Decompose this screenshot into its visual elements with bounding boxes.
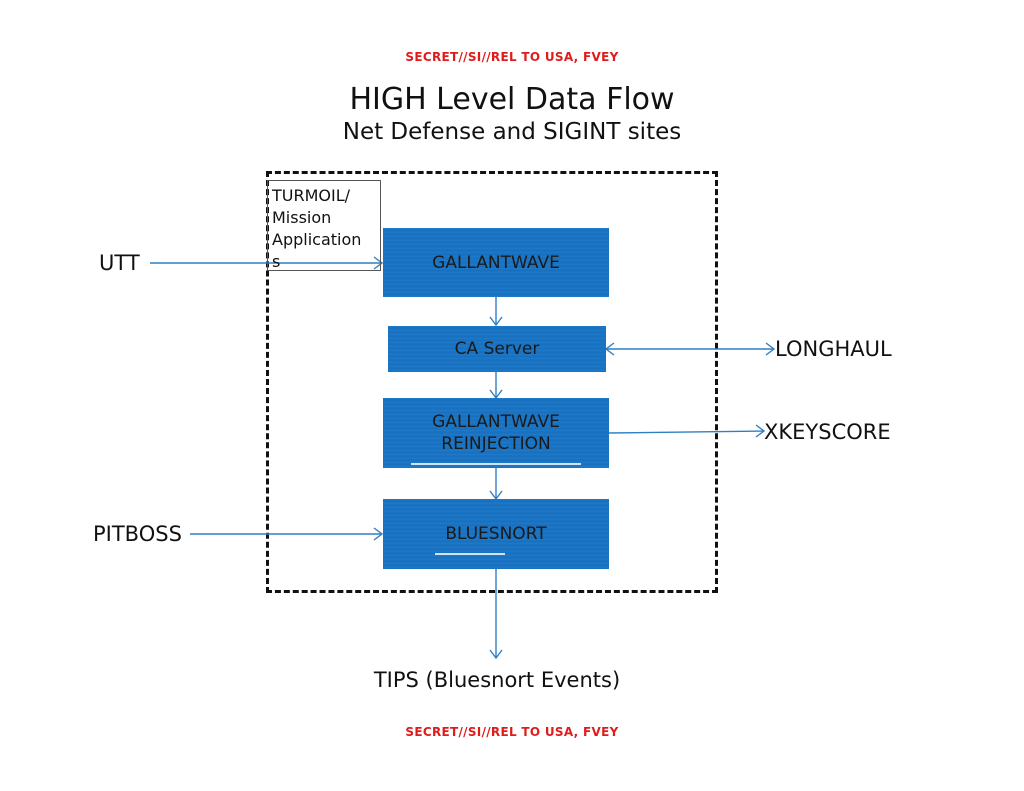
turmoil-line-3: Application — [272, 230, 362, 249]
reinjection-label-line-1: GALLANTWAVE — [432, 412, 560, 432]
site-boundary — [266, 171, 718, 593]
turmoil-line-2: Mission — [272, 208, 332, 227]
classification-banner-top: SECRET//SI//REL TO USA, FVEY — [405, 50, 619, 64]
ca-server-node: CA Server — [388, 326, 606, 372]
turmoil-line-4: s — [272, 252, 281, 271]
reinjection-underline — [411, 463, 581, 465]
turmoil-mission-applications-box: TURMOIL/ Mission Application s — [267, 180, 381, 271]
xkeyscore-label: XKEYSCORE — [764, 420, 891, 444]
tips-label: TIPS (Bluesnort Events) — [373, 668, 621, 692]
bluesnort-node: BLUESNORT — [383, 499, 609, 569]
diagram-subtitle: Net Defense and SIGINT sites — [342, 119, 682, 145]
ca-server-label: CA Server — [454, 339, 540, 359]
bluesnort-label: BLUESNORT — [445, 524, 547, 544]
gallantwave-label: GALLANTWAVE — [432, 252, 560, 273]
gallantwave-reinjection-node: GALLANTWAVE REINJECTION — [383, 398, 609, 468]
classification-banner-bottom: SECRET//SI//REL TO USA, FVEY — [405, 725, 619, 739]
diagram-title: HIGH Level Data Flow — [349, 82, 675, 117]
reinjection-label-line-2: REINJECTION — [441, 434, 551, 454]
turmoil-line-1: TURMOIL/ — [272, 186, 351, 205]
utt-label: UTT — [99, 251, 140, 275]
pitboss-label: PITBOSS — [93, 522, 182, 546]
gallantwave-node: GALLANTWAVE — [383, 228, 609, 297]
reinjection-to-xkeyscore-arrow — [607, 430, 765, 434]
bluesnort-underline — [435, 553, 505, 555]
longhaul-label: LONGHAUL — [775, 337, 892, 361]
